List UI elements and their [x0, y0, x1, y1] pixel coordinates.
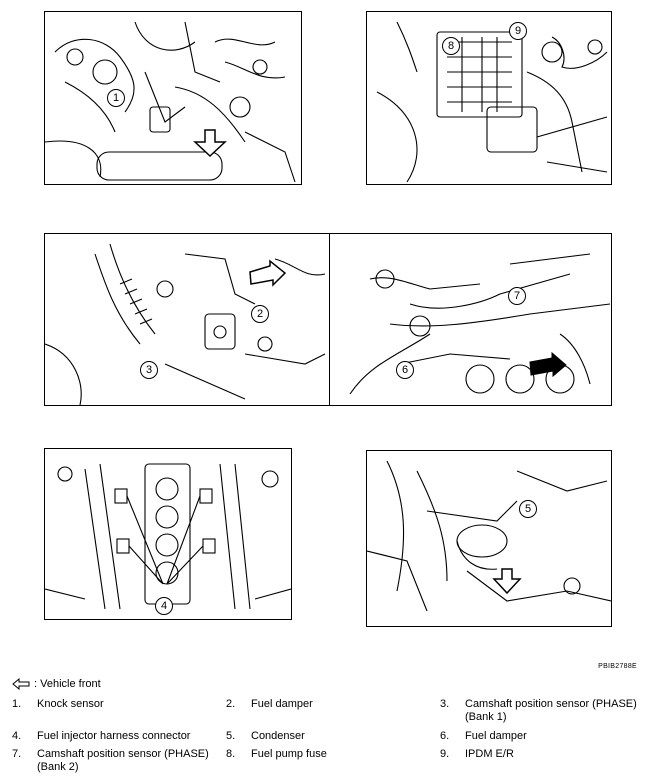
engine-illustration-f	[367, 460, 611, 612]
callout-7: 7	[508, 287, 526, 305]
part-item-2: 2.Fuel damper	[226, 698, 313, 710]
engine-illustration-e	[45, 463, 291, 610]
callout-2: 2	[251, 305, 269, 323]
callout-9: 9	[509, 22, 527, 40]
block-arrow-icon	[492, 568, 522, 595]
diagram-panel-injector-harness: 4	[44, 448, 292, 620]
part-item-6: 6.Fuel damper	[440, 730, 527, 742]
engine-illustration-b	[376, 21, 608, 183]
figure-code: PBIB2788E	[598, 663, 637, 670]
part-item-7: 7.Camshaft position sensor (PHASE) (Bank…	[12, 748, 209, 773]
block-arrow-icon	[193, 129, 227, 158]
part-item-3: 3.Camshaft position sensor (PHASE) (Bank…	[440, 698, 637, 723]
diagram-panel-ipdm: 8 9	[366, 11, 612, 185]
callout-5: 5	[519, 500, 537, 518]
vehicle-front-legend: : Vehicle front	[12, 678, 101, 690]
diagram-panel-camshaft-bank-2: 7 6	[329, 233, 612, 406]
engine-illustration-c	[45, 243, 326, 405]
callout-8: 8	[442, 37, 460, 55]
engine-illustration-d	[349, 253, 611, 395]
engine-illustration-a	[45, 21, 296, 183]
diagram-panel-camshaft-bank-1: 2 3	[44, 233, 331, 406]
block-arrow-icon	[529, 351, 567, 378]
part-item-4: 4.Fuel injector harness connector	[12, 730, 191, 742]
part-item-1: 1.Knock sensor	[12, 698, 104, 710]
part-item-9: 9.IPDM E/R	[440, 748, 514, 760]
part-item-5: 5.Condenser	[226, 730, 305, 742]
outline-arrow-left-icon	[12, 678, 30, 690]
vehicle-front-label: : Vehicle front	[34, 678, 101, 690]
part-item-8: 8.Fuel pump fuse	[226, 748, 327, 760]
callout-3: 3	[140, 361, 158, 379]
callout-4: 4	[155, 597, 173, 615]
diagram-panel-condenser: 5	[366, 450, 612, 627]
block-arrow-icon	[249, 259, 287, 287]
diagram-panel-knock-sensor: 1	[44, 11, 302, 185]
callout-1: 1	[107, 89, 125, 107]
callout-6: 6	[396, 361, 414, 379]
